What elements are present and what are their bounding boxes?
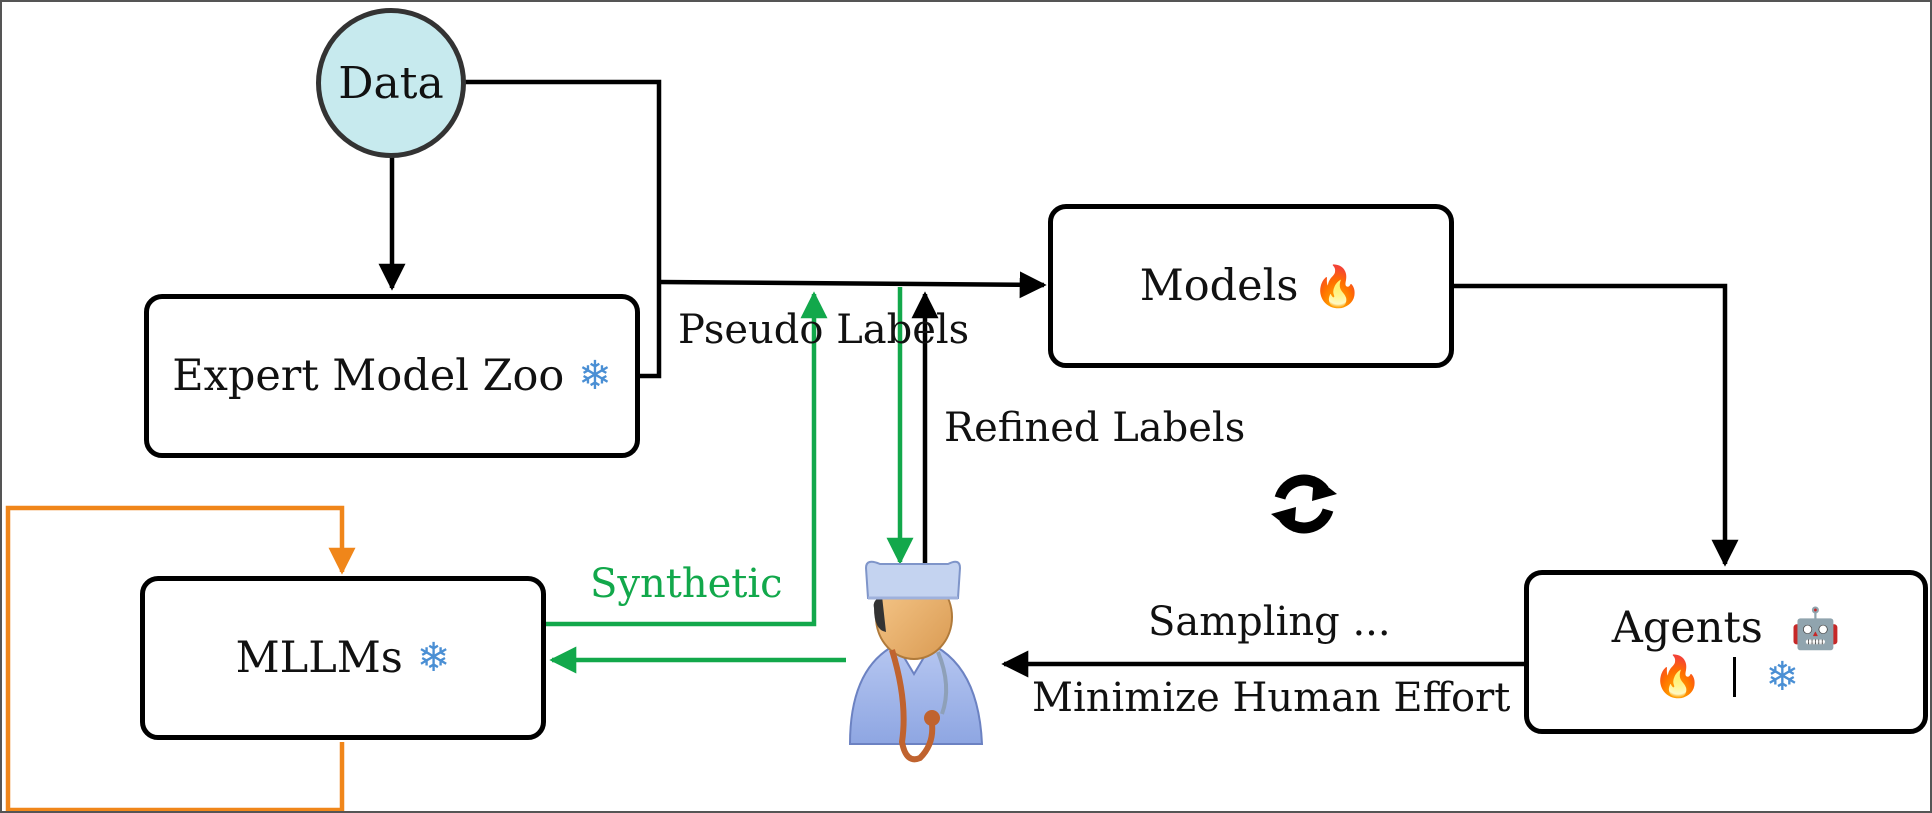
- edge-synthetic: [544, 291, 828, 627]
- doctor-icon: [848, 560, 984, 763]
- synthetic-label: Synthetic: [590, 561, 783, 607]
- edge-zoo-to-junction: [638, 282, 662, 379]
- snowflake-icon: ❄: [416, 635, 451, 681]
- edge-data-to-junction: [464, 79, 662, 282]
- refined-labels-label: Refined Labels: [944, 405, 1246, 451]
- mllms-label: MLLMs: [235, 633, 403, 683]
- agents-label: Agents: [1611, 603, 1763, 654]
- models-label: Models: [1139, 261, 1299, 311]
- robot-icon: 🤖: [1790, 606, 1841, 653]
- expert-model-zoo-label: Expert Model Zoo: [172, 351, 565, 401]
- snowflake-icon: ❄: [1765, 653, 1800, 700]
- fire-icon: 🔥: [1312, 263, 1363, 310]
- models-node: Models 🔥: [1048, 204, 1454, 368]
- edge-pseudo-labels: [658, 271, 1047, 299]
- fire-icon: 🔥: [1652, 653, 1703, 700]
- data-label: Data: [338, 57, 444, 109]
- snowflake-icon: ❄: [578, 353, 612, 399]
- pseudo-labels-label: Pseudo Labels: [678, 307, 970, 353]
- edge-orange-loop: [5, 505, 356, 811]
- data-node: Data: [316, 8, 466, 158]
- edge-models-to-agents: [1452, 283, 1739, 567]
- refresh-cycle-icon: [1271, 474, 1337, 534]
- mllms-node: MLLMs ❄: [140, 576, 546, 740]
- expert-model-zoo-node: Expert Model Zoo ❄: [144, 294, 640, 458]
- minimize-human-effort-label: Minimize Human Effort: [1032, 675, 1511, 721]
- separator: [1732, 656, 1736, 697]
- agents-node: Agents 🤖 🔥 ❄: [1524, 570, 1928, 734]
- sampling-label: Sampling ...: [1148, 599, 1391, 645]
